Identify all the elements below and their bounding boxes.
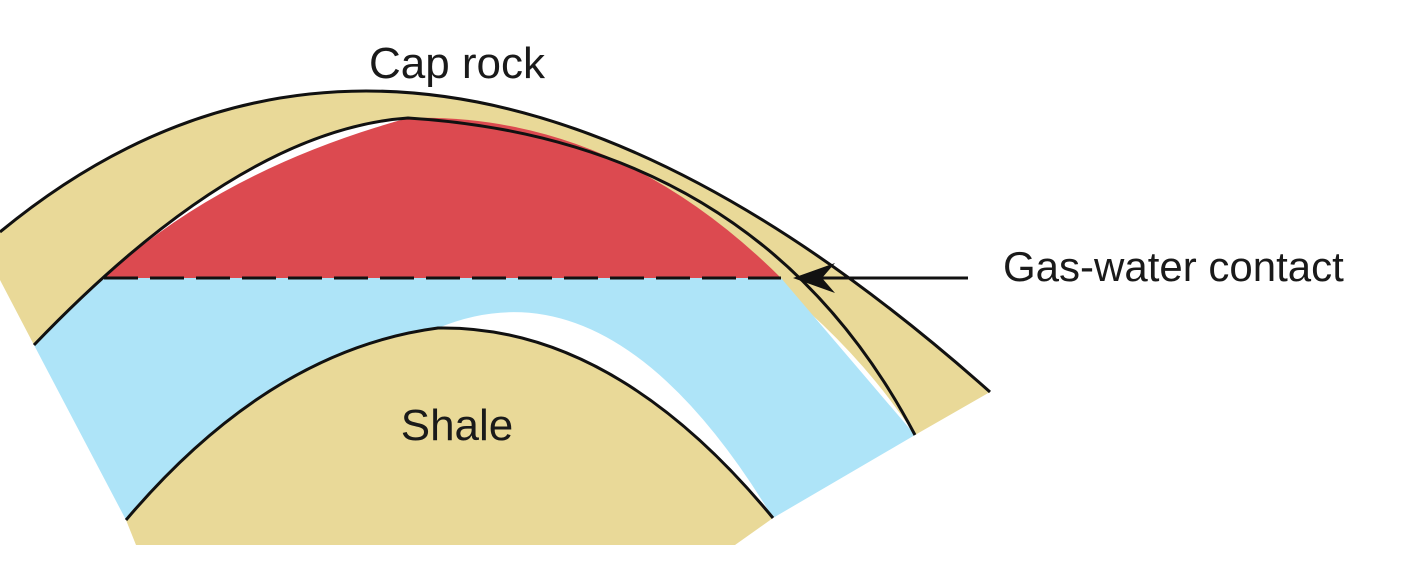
- shale-layer: [126, 327, 773, 545]
- water-layer: [34, 278, 915, 520]
- callout-arrow-head: [793, 263, 835, 293]
- gas-water-contact-label: Gas-water contact: [1003, 243, 1344, 290]
- cap-rock-layer: [0, 91, 990, 435]
- cap-rock-top-boundary: [0, 89, 991, 394]
- cap-rock-label: Cap rock: [369, 39, 546, 88]
- gas-zone: [104, 117, 781, 278]
- shale-label: Shale: [401, 401, 514, 450]
- reservoir-top-boundary: [32, 116, 917, 436]
- shale-top-boundary: [124, 326, 775, 521]
